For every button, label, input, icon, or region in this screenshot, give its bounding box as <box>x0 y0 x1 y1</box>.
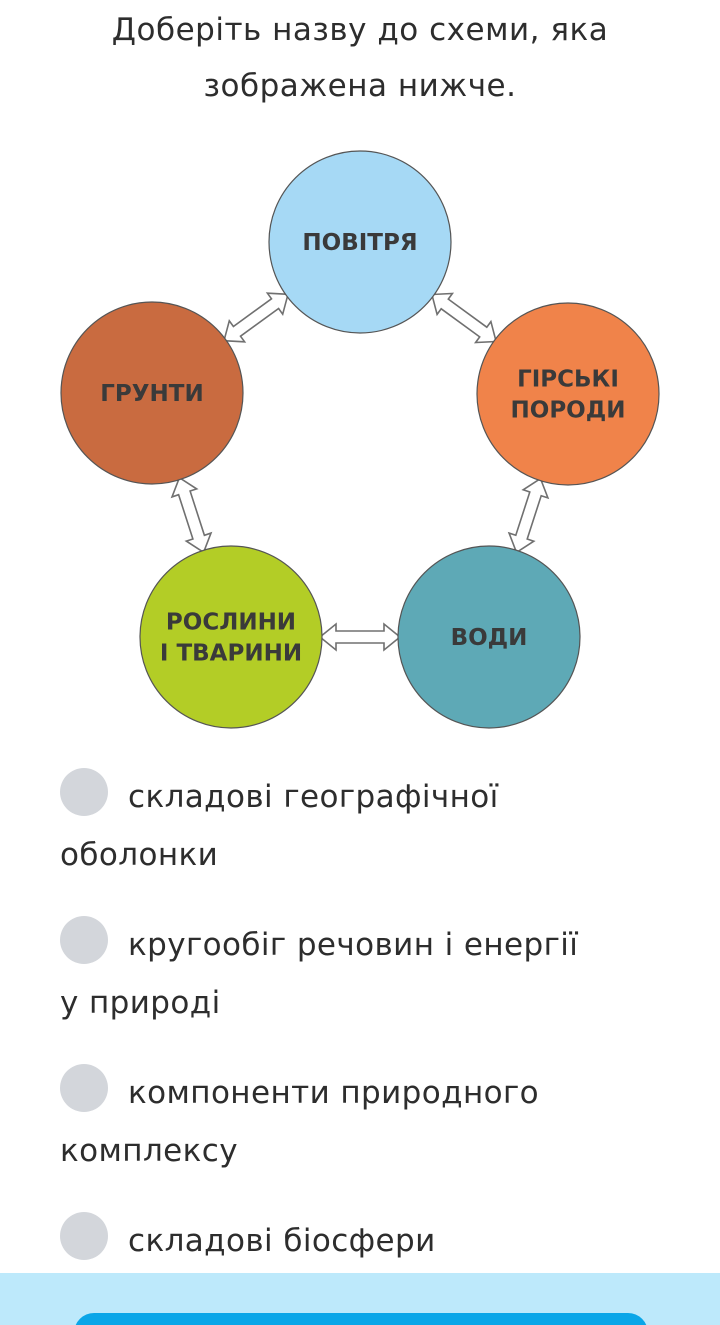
question-line-1: Доберіть назву до схеми, яка <box>111 12 609 48</box>
double-arrow-air-rocks <box>430 292 498 344</box>
answer-option-2-line-2: у природі <box>60 985 221 1021</box>
answer-option-1-line-2: оболонки <box>60 837 219 873</box>
node-circle-plants <box>139 545 323 729</box>
answer-option-3-line-1: компоненти природного <box>128 1075 540 1111</box>
answer-option-1[interactable]: складові географічної оболонки <box>60 768 670 884</box>
answer-option-2-line-1: кругообіг речовин і енергії <box>128 927 579 963</box>
answer-option-2[interactable]: кругообіг речовин і енергії у природі <box>60 916 670 1032</box>
node-circle-rocks <box>476 302 660 486</box>
double-arrow-plants-soils <box>170 476 213 554</box>
double-arrow-soils-air <box>222 292 290 343</box>
node-label-rocks-1: ГІРСЬКІ <box>517 367 619 393</box>
answer-option-4-line-1: складові біосфери <box>128 1223 436 1259</box>
node-circle-waters <box>397 545 581 729</box>
node-label-rocks-2: ПОРОДИ <box>511 398 626 424</box>
double-arrow-rocks-waters <box>507 477 550 554</box>
node-label-plants-1: РОСЛИНИ <box>166 610 296 636</box>
node-label-waters: ВОДИ <box>451 625 528 651</box>
submit-button[interactable] <box>74 1313 648 1325</box>
radio-button-4[interactable] <box>60 1212 108 1260</box>
radio-button-1[interactable] <box>60 768 108 816</box>
double-arrow-waters-plants <box>318 622 402 652</box>
cycle-diagram: ПОВІТРЯ ГІРСЬКІ ПОРОДИ ВОДИ РОСЛИНИ І ТВАРИНИ… <box>0 140 720 740</box>
radio-button-2[interactable] <box>60 916 108 964</box>
node-circle-air <box>268 150 452 334</box>
answer-option-4[interactable]: складові біосфери <box>60 1212 670 1270</box>
answer-option-1-line-1: складові географічної <box>128 779 499 815</box>
question-line-2: зображена нижче. <box>203 68 517 104</box>
question-text: Доберіть назву до схеми, яка зображена н… <box>60 2 660 114</box>
node-label-plants-2: І ТВАРИНИ <box>160 641 302 667</box>
node-label-soils: ГРУНТИ <box>100 381 203 407</box>
node-circle-soils <box>60 301 244 485</box>
radio-button-3[interactable] <box>60 1064 108 1112</box>
node-label-air: ПОВІТРЯ <box>302 230 417 256</box>
answer-option-3[interactable]: компоненти природного комплексу <box>60 1064 670 1180</box>
answer-option-3-line-2: комплексу <box>60 1133 238 1169</box>
diagram-canvas: ПОВІТРЯ ГІРСЬКІ ПОРОДИ ВОДИ РОСЛИНИ І ТВАРИНИ… <box>60 150 660 729</box>
answer-options: складові географічної оболонки кругообіг… <box>60 768 670 1302</box>
